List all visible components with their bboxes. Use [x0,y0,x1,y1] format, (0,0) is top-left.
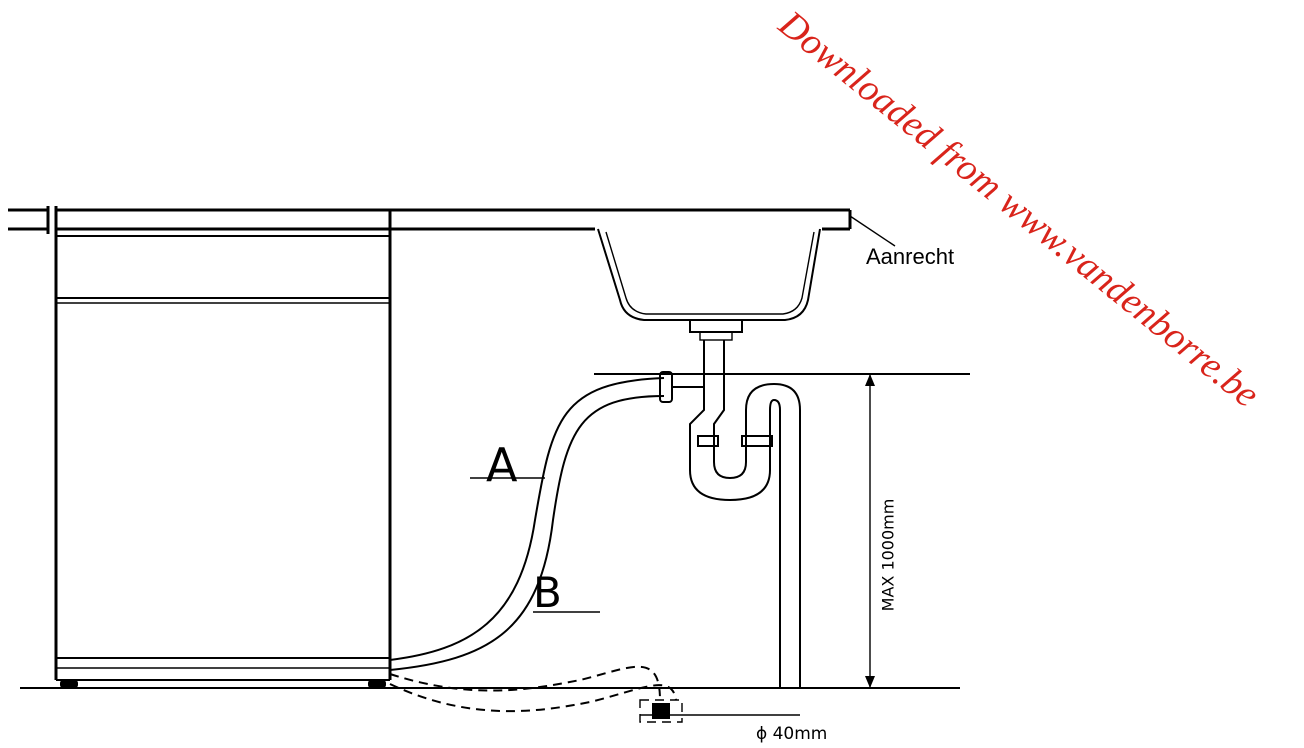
countertop-label: Aanrecht [866,244,955,269]
drain-hose-a [389,371,704,671]
floor-drain-pipe [639,699,800,723]
dishwasher-foot-left [60,680,78,688]
sink-basin [597,228,821,341]
dishwasher [54,210,392,688]
hose-a-label: A [486,438,518,492]
max-height-dimension [865,374,875,688]
drain-hose-b [389,611,677,713]
countertop [8,206,852,234]
sink-siphon [689,340,801,688]
hose-b-label: B [533,568,562,617]
drain-diameter-label: ϕ 40mm [756,724,828,744]
max-height-label: MAX 1000mm [878,498,898,612]
dishwasher-foot-right [368,680,386,688]
countertop-leader-line [849,215,896,247]
